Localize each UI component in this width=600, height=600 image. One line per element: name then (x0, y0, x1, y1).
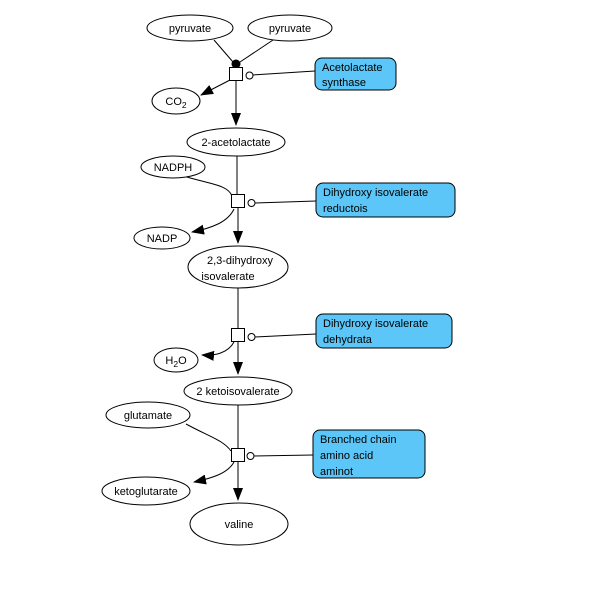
modifier-port-2 (247, 199, 256, 207)
metabolite-pyruvate-2[interactable]: pyruvate (247, 14, 333, 42)
metabolite-pyruvate-1[interactable]: pyruvate (146, 14, 234, 42)
enzyme-box-aminotransferase[interactable]: Branched chain amino acid aminot (312, 429, 426, 479)
enzyme2-label-line2: reductois (323, 203, 368, 215)
edge-enzyme1-connector (252, 70, 316, 76)
edge-nadph-to-reaction2 (186, 176, 233, 197)
edge-glutamate-to-reaction4 (185, 423, 232, 452)
metabolite-dihydroxy-isovalerate[interactable]: 2,3-dihydroxy isovalerate (187, 245, 289, 289)
edge-reaction3-to-h2o (201, 341, 235, 361)
modifier-port-1 (245, 71, 254, 80)
edge-pyruvate1-to-reaction1 (213, 39, 234, 63)
enzyme2-label-line1: Dihydroxy isovalerate (323, 187, 428, 199)
metabolite-2-acetolactate[interactable]: 2-acetolactate (186, 127, 286, 157)
edge-reaction4-to-ketoglutarate (193, 461, 235, 485)
reaction-node-reductoisomerase[interactable] (231, 194, 256, 208)
dihydroxy-label-line1: 2,3-dihydroxy (207, 255, 274, 267)
edge-reaction1-to-co2 (200, 79, 231, 96)
edge-enzyme2-connector (254, 200, 317, 204)
enzyme4-label-line1: Branched chain (320, 434, 396, 446)
nadph-label: NADPH (154, 162, 193, 174)
edge-reaction2-to-nadp (191, 208, 235, 235)
enzyme1-label-line2: synthase (322, 77, 366, 89)
enzyme-box-acetolactate-synthase[interactable]: Acetolactate synthase (314, 57, 397, 91)
co2-label: CO2 (165, 96, 187, 110)
pyruvate-1-label: pyruvate (169, 23, 211, 35)
h2o-label-tail: O (178, 355, 187, 367)
modifier-port-4 (246, 452, 255, 460)
co2-label-base: CO (165, 96, 182, 108)
ketoisovalerate-label: 2 ketoisovalerate (196, 386, 279, 398)
metabolite-glutamate[interactable]: glutamate (105, 401, 191, 429)
acetolactate-label: 2-acetolactate (201, 137, 270, 149)
metabolite-h2o[interactable]: H2O (153, 347, 199, 373)
metabolite-nadp[interactable]: NADP (133, 226, 191, 250)
pyruvate-2-label: pyruvate (269, 23, 311, 35)
enzyme4-label-line3: aminot (320, 466, 353, 478)
nadp-label: NADP (147, 233, 178, 245)
edge-pyruvate2-to-reaction1 (239, 39, 274, 63)
glutamate-label: glutamate (124, 410, 172, 422)
metabolite-nadph[interactable]: NADPH (140, 155, 206, 179)
edge-enzyme3-connector (254, 333, 317, 338)
valine-label: valine (225, 519, 254, 531)
h2o-label-base: H (165, 355, 173, 367)
enzyme-box-reductoisomerase[interactable]: Dihydroxy isovalerate reductois (315, 182, 456, 218)
h2o-label: H2O (165, 355, 187, 369)
metabolite-valine[interactable]: valine (189, 502, 289, 546)
modifier-port-3 (247, 333, 256, 341)
reaction-node-aminotransferase[interactable] (231, 448, 255, 462)
reaction-node-dehydratase[interactable] (231, 328, 256, 342)
enzyme3-label-line2: dehydrata (323, 334, 373, 346)
enzyme3-label-line1: Dihydroxy isovalerate (323, 318, 428, 330)
junction-dot (231, 59, 241, 69)
metabolite-ketoglutarate[interactable]: ketoglutarate (101, 476, 191, 506)
enzyme-box-dehydratase[interactable]: Dihydroxy isovalerate dehydrata (315, 313, 453, 349)
dihydroxy-label-line2: isovalerate (201, 271, 254, 283)
metabolite-2-ketoisovalerate[interactable]: 2 ketoisovalerate (183, 376, 293, 406)
h2o-label-sub: 2 (173, 359, 178, 369)
metabolite-co2[interactable]: CO2 (151, 87, 201, 115)
enzyme4-label-line2: amino acid (320, 450, 373, 462)
ketoglutarate-label: ketoglutarate (114, 486, 178, 498)
edge-enzyme4-connector (253, 454, 314, 457)
enzyme1-label-line1: Acetolactate (322, 62, 383, 74)
co2-label-sub: 2 (182, 100, 187, 110)
reaction-node-acetolactate-synthase[interactable] (229, 67, 254, 81)
